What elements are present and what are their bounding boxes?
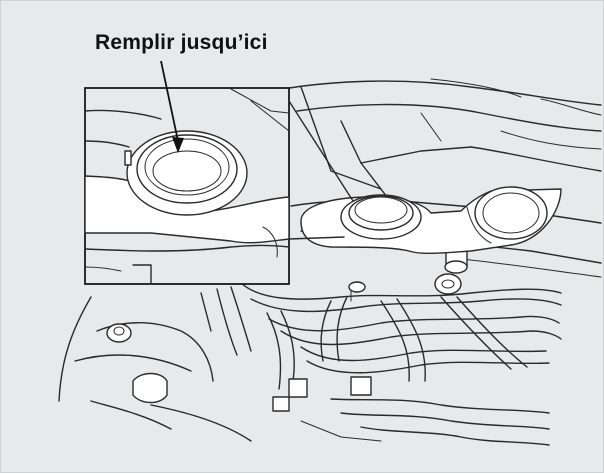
- coolant-reservoir: [300, 186, 562, 254]
- callout-leader-line: [160, 60, 184, 153]
- reservoir-detail-inset: [84, 87, 354, 285]
- fill-level-callout: Remplir jusqu’ici: [95, 31, 268, 54]
